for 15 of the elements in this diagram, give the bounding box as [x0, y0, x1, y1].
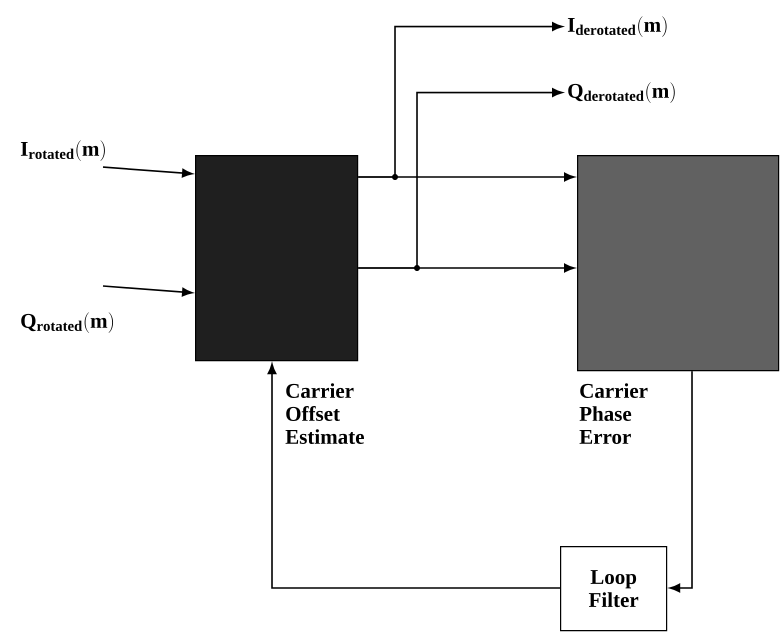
signal-label: $\mathbf{Q_{rotated}(m)}$ [21, 312, 114, 333]
block-box [195, 155, 358, 362]
edge-label: Carrier Phase Error [580, 383, 648, 444]
arrow [670, 371, 693, 592]
edge-label: Carrier Offset Estimate [286, 383, 364, 444]
arrow [358, 22, 563, 178]
signal-label: $\mathbf{Q_{derotated}(m)}$ [568, 82, 675, 103]
loop-filter-box: Loop Filter [560, 546, 668, 632]
signal-label: $\mathbf{I_{rotated}(m)}$ [20, 140, 105, 161]
arrow [102, 285, 193, 296]
arrow [268, 364, 560, 589]
block-box [577, 155, 780, 372]
arrow [358, 88, 563, 269]
arrow [102, 166, 193, 178]
signal-label: $\mathbf{I_{derotated}(m)}$ [568, 16, 667, 37]
